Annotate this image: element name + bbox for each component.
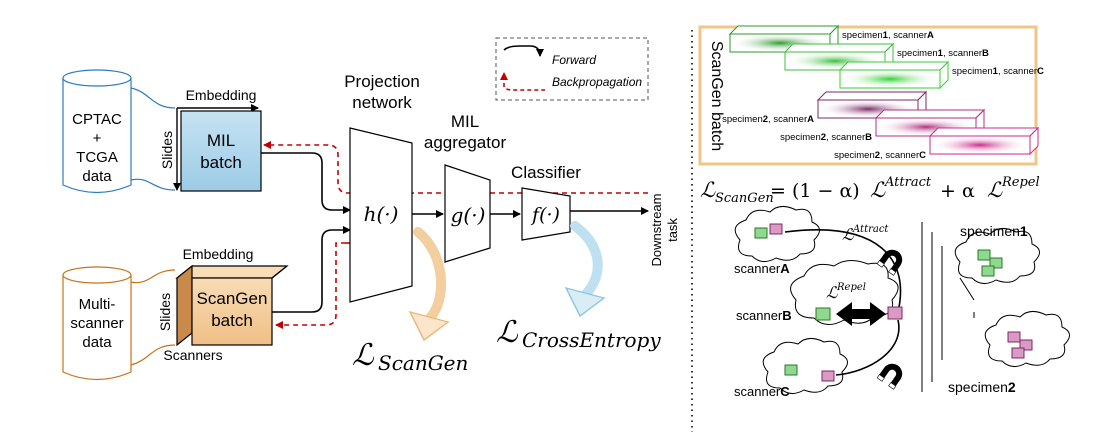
source-cylinder-bottom: Multi- scanner data: [62, 266, 176, 381]
source-bottom-line-3: data: [82, 334, 112, 351]
scangen-batch-panel: ScanGen batch specimen1, scannerAspecime…: [698, 24, 1044, 166]
mil-batch-line-2: batch: [200, 153, 242, 172]
scangen-batch-line-1: ScanGen: [197, 289, 268, 308]
attract-curve: [784, 229, 902, 313]
backprop-arrow-scangen: [275, 242, 346, 329]
mil-batch-line-1: MIL: [207, 131, 235, 150]
slab-label-s1-C: specimen1, scannerC: [952, 66, 1044, 77]
classifier-trapezoid: [521, 187, 571, 241]
output-label-line-1: Downstream: [649, 194, 664, 267]
source-bottom-line-2: scanner: [70, 315, 123, 332]
legend-backprop-label: Backpropagation: [552, 75, 642, 89]
output-label-line-2: task: [665, 218, 680, 242]
slab-label-s1-B: specimen1, scannerB: [897, 48, 989, 59]
scangen-embedding-label: Embedding: [183, 246, 254, 262]
repel-symbol: ℒ: [826, 283, 838, 302]
scanner-b-label: scannerB: [736, 308, 792, 323]
slab-label-s2-B: specimen2, scannerB: [780, 132, 872, 143]
source-top-line-3: TCGA: [76, 149, 118, 166]
attract-sup-label: Attract: [852, 224, 889, 235]
attract-curve-lower: [835, 319, 900, 376]
forward-arrow-mil: [261, 152, 351, 214]
source-cylinder-top: CPTAC + TCGA data: [62, 69, 176, 194]
magnet-icon-bottom: [876, 363, 903, 390]
cross-entropy-loss-symbol: ℒ: [496, 315, 519, 350]
equation-attract-symbol: ℒ: [870, 178, 886, 202]
mil-aggregator-fn: g(·): [451, 203, 486, 227]
slab-label-s2-C: specimen2, scannerC: [834, 150, 926, 161]
mil-embedding-label: Embedding: [186, 87, 257, 103]
forward-arrow-scangen: [272, 226, 351, 313]
attract-symbol: ℒ: [842, 225, 854, 244]
magnet-icon-top: [876, 249, 903, 276]
projection-label-line-2: network: [352, 93, 412, 112]
projection-fn: h(·): [364, 202, 399, 226]
source-top-line-4: data: [82, 168, 112, 185]
scangen-loss-arrow: [413, 227, 446, 323]
mil-slides-label: Slides: [159, 131, 175, 169]
feature-slab-s2-A: [816, 90, 928, 120]
projection-network-trapezoid: [349, 127, 413, 303]
legend-forward-arrow: [503, 45, 544, 57]
equation-attract-sup: Attract: [884, 175, 932, 190]
scangen-slides-label: Slides: [157, 293, 173, 331]
scangen-batch-cube: Embedding ScanGen batch Slides Scanners: [157, 246, 289, 363]
source-top-line-2: +: [93, 130, 102, 147]
source-bottom-line-1: Multi-: [79, 296, 116, 313]
scangen-scanners-label: Scanners: [163, 347, 222, 363]
contrastive-panel: ℒ Attract ℒ Repel scannerA scannerB scan…: [734, 206, 1070, 399]
cloud-specimen-1: [954, 228, 1040, 284]
equation-lhs: ℒ: [700, 178, 716, 202]
scangen-batch-line-2: batch: [211, 311, 253, 330]
mil-aggregator-label-line-2: aggregator: [424, 133, 507, 152]
cloud-specimen-2: [984, 311, 1070, 367]
mil-batch-box: Embedding Slides MIL batch: [159, 87, 262, 192]
feature-slab-s2-C: [928, 126, 1040, 156]
equation-middle: = (1 − α): [770, 180, 860, 202]
legend: Forward Backpropagation: [495, 37, 649, 101]
equation-plus: + α: [940, 180, 975, 202]
panel-title: ScanGen batch: [708, 41, 725, 151]
feature-slab-s1-C: [838, 60, 950, 90]
panel-slabs: specimen1, scannerA specimen1, scannerB sp…: [722, 24, 1044, 161]
scangen-equation: ℒ ScanGen = (1 − α) ℒ Attract + α ℒ Repe…: [700, 175, 1040, 206]
cross-entropy-loss-arrow: [570, 221, 603, 299]
projection-label-line-1: Projection: [344, 72, 420, 91]
specimen-1-label: specimen1: [960, 223, 1028, 239]
classifier-fn: f(·): [530, 204, 560, 226]
scanner-a-label: scannerA: [734, 261, 790, 276]
source-top-line-1: CPTAC: [72, 111, 122, 128]
cross-entropy-loss-subscript: CrossEntropy: [522, 328, 661, 352]
scangen-loss-subscript: ScanGen: [378, 351, 468, 375]
legend-backprop-arrow: [503, 76, 545, 91]
mil-aggregator-trapezoid: [444, 164, 491, 263]
equation-repel-sup: Repel: [1001, 175, 1040, 190]
classifier-label: Classifier: [511, 163, 581, 182]
slab-label-s2-A: specimen2, scannerA: [722, 114, 814, 125]
mil-aggregator-label-line-1: MIL: [451, 112, 479, 131]
pipeline: Projection network h(·) MIL aggregator g…: [261, 72, 680, 375]
specimen-2-label: specimen2: [948, 379, 1016, 395]
equation-repel-symbol: ℒ: [987, 178, 1003, 202]
legend-forward-label: Forward: [552, 53, 596, 67]
repel-arrow: [836, 302, 886, 326]
repel-sup-label: Repel: [836, 282, 866, 293]
equation-lhs-sub: ScanGen: [715, 191, 774, 206]
scanner-c-label: scannerC: [734, 384, 790, 399]
slab-label-s1-A: specimen1, scannerA: [842, 30, 934, 41]
scangen-loss-symbol: ℒ: [352, 338, 375, 373]
